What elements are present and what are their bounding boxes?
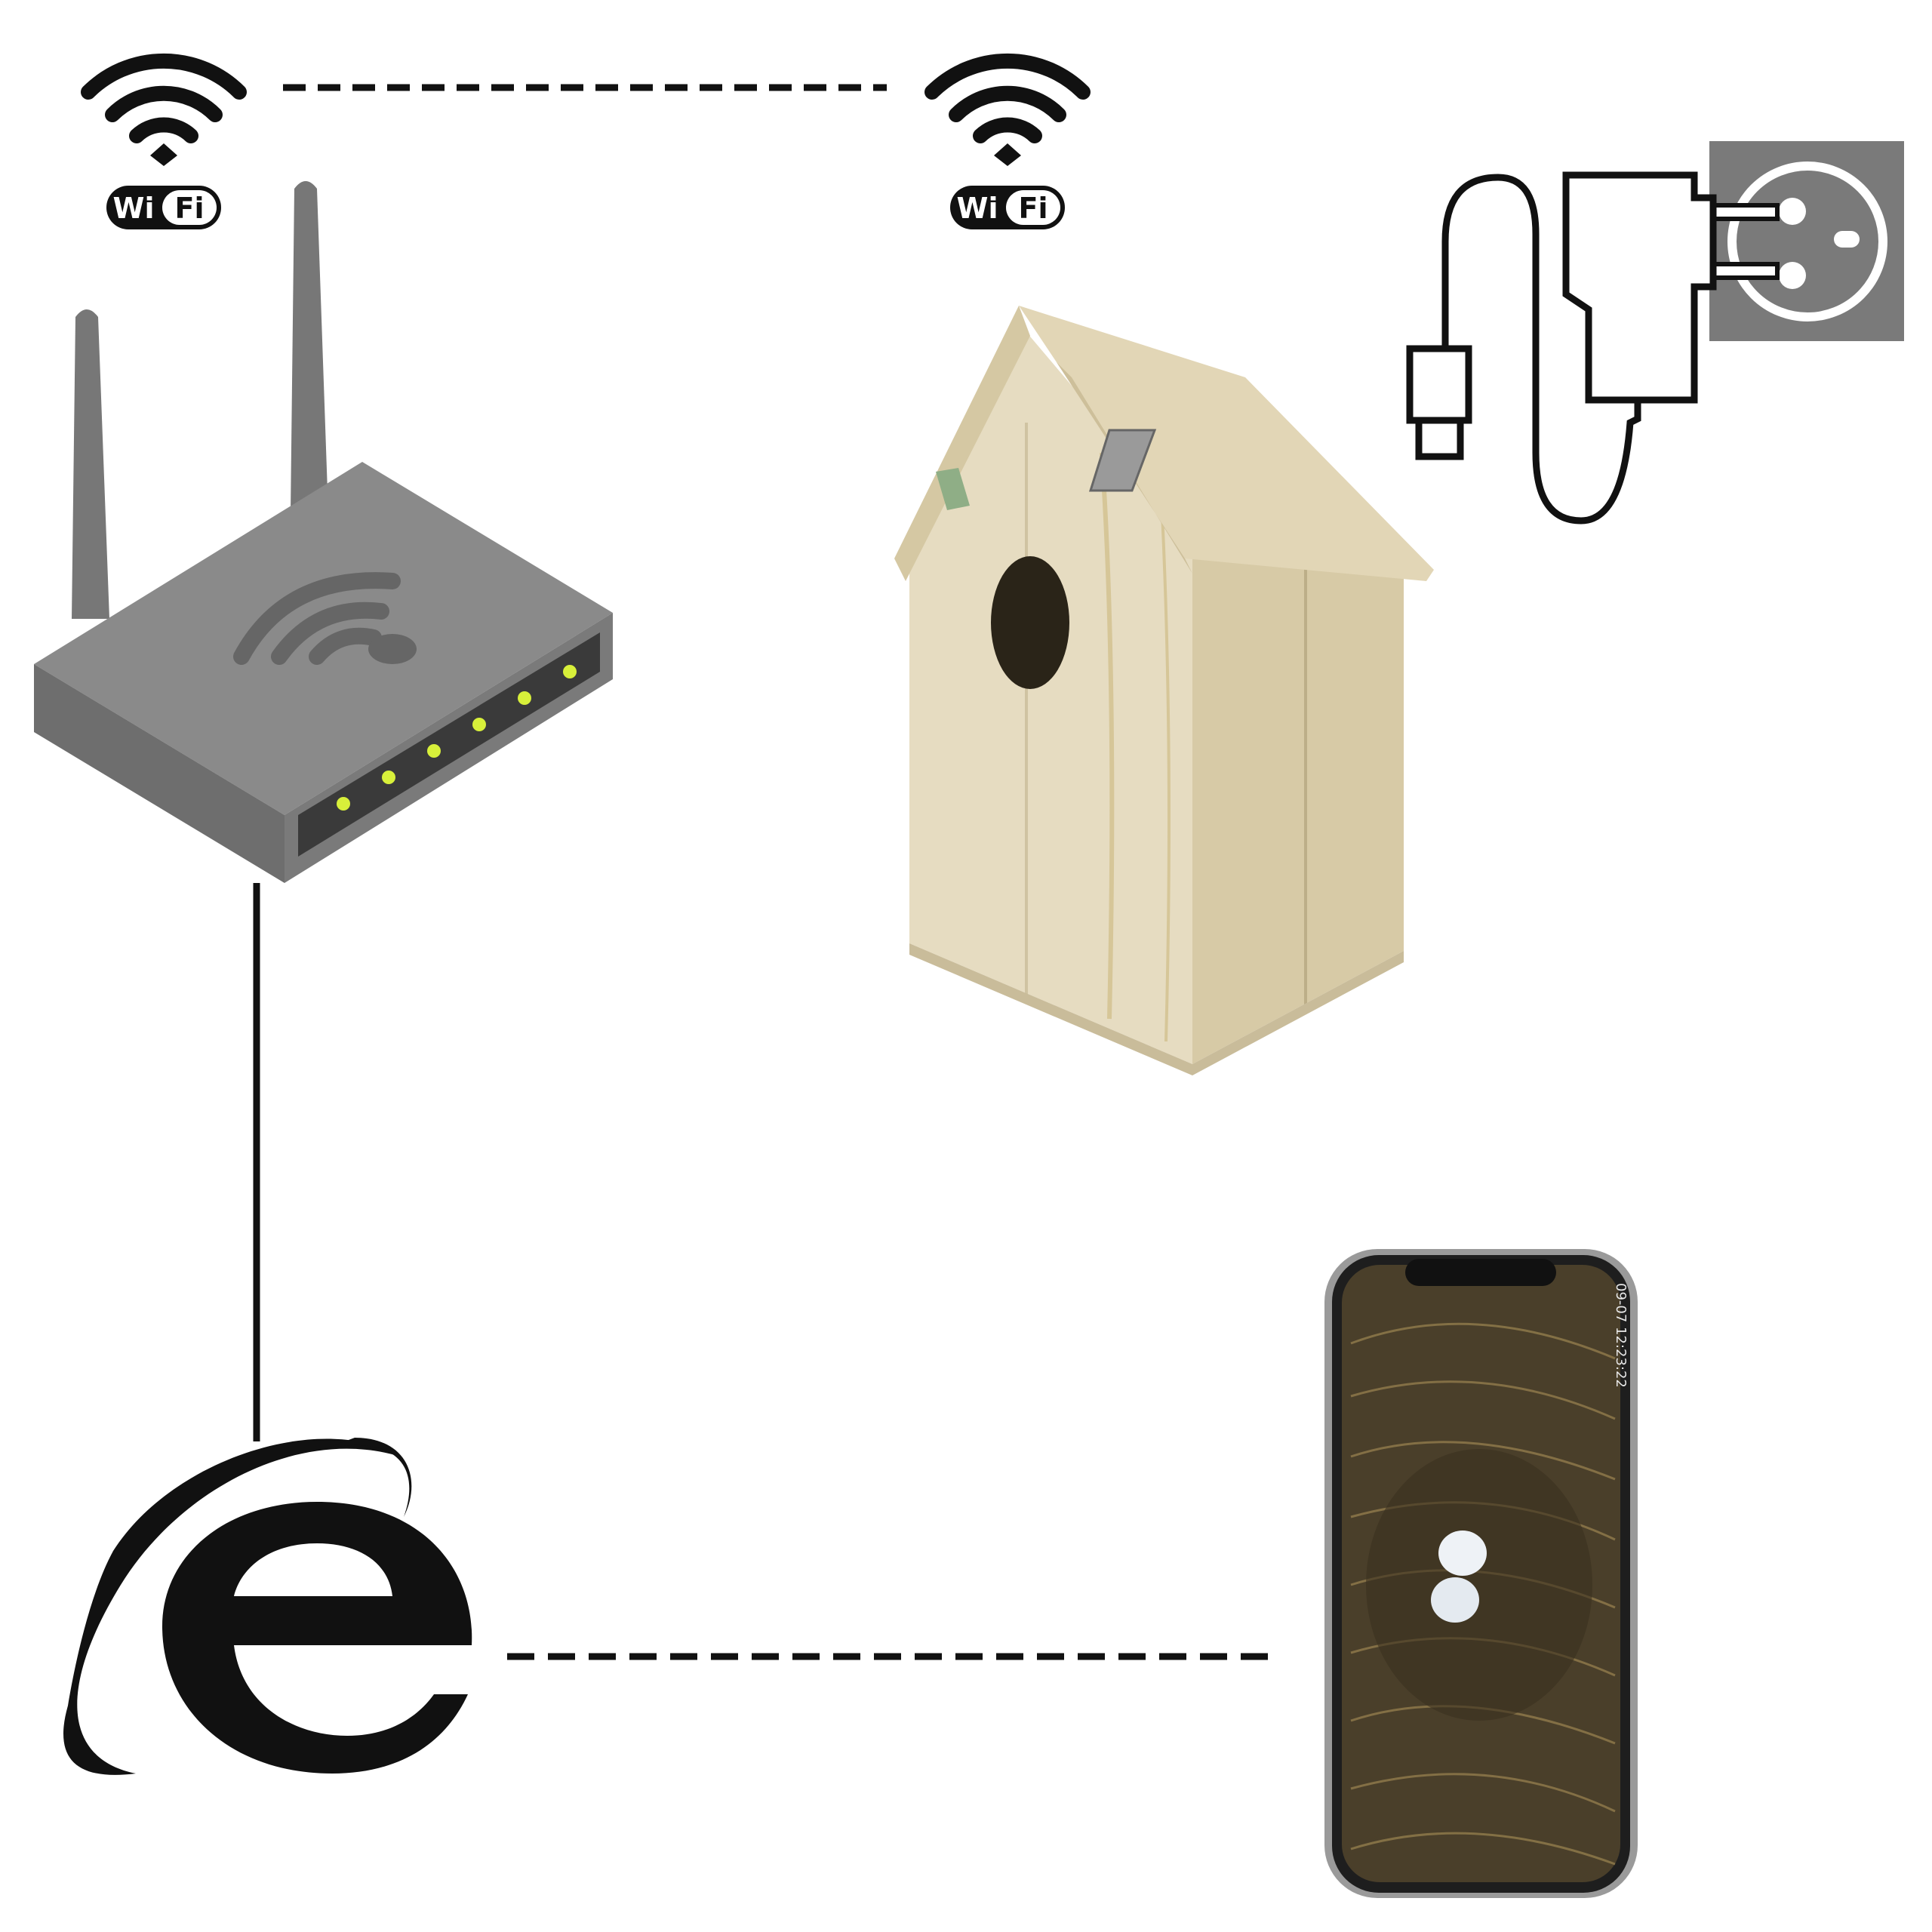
birdhouse-entrance-hole xyxy=(991,556,1069,689)
phone-camera-timestamp: 09-07 12:23:22 xyxy=(1613,1283,1629,1388)
wifi-dot xyxy=(994,143,1021,166)
wifi-label-fi: Fi xyxy=(1019,192,1048,225)
wifi-logo: Wi Fi xyxy=(106,186,221,229)
wifi-label-wi: Wi xyxy=(113,192,155,225)
wifi-label-wi: Wi xyxy=(957,192,998,225)
internet-explorer-icon xyxy=(63,1438,472,1775)
router-antenna-left xyxy=(72,309,109,619)
egg xyxy=(1438,1531,1487,1576)
wifi-badge-left: Wi Fi xyxy=(81,53,247,229)
birdhouse-icon xyxy=(894,306,1434,1075)
wifi-dot xyxy=(150,143,177,166)
wifi-label-fi: Fi xyxy=(175,192,205,225)
power-adapter-icon xyxy=(1406,141,1904,525)
router-icon xyxy=(34,181,613,883)
wifi-logo: Wi Fi xyxy=(950,186,1065,229)
egg xyxy=(1431,1577,1479,1623)
smartphone-icon: 09-07 12:23:22 xyxy=(1324,1249,1638,1898)
phone-notch xyxy=(1405,1259,1556,1286)
wifi-badge-right: Wi Fi xyxy=(924,53,1091,229)
wifi-signal-icon xyxy=(81,53,247,143)
wifi-signal-icon xyxy=(924,53,1091,143)
router-antenna-right xyxy=(291,181,328,513)
wall-socket-plate xyxy=(1709,141,1904,341)
